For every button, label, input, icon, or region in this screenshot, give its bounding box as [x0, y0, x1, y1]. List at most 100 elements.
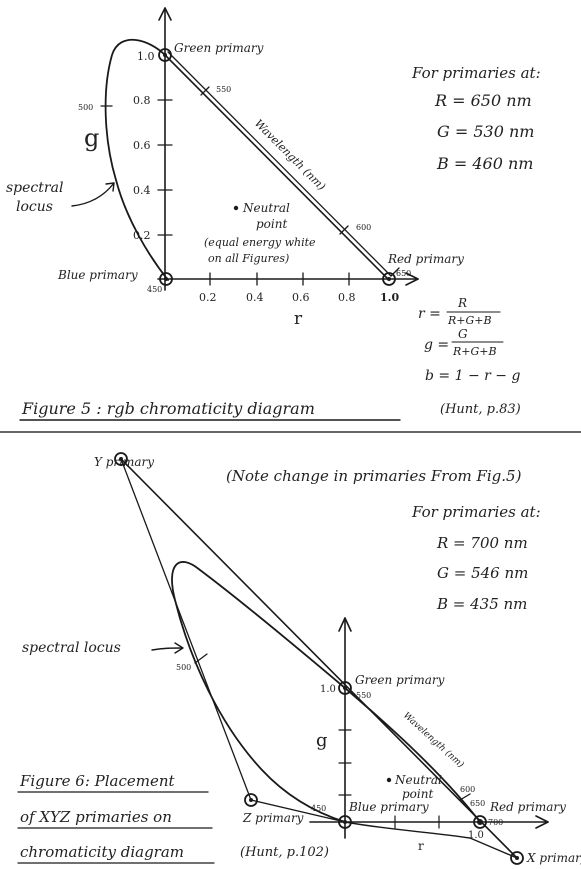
fig6-x-primary-dot	[515, 856, 519, 860]
fig5-primary-r: R = 650 nm	[434, 91, 532, 110]
fig6-spectral-locus-curve	[171, 561, 481, 823]
fig5-red-primary-dot	[387, 277, 391, 281]
fig5-spectral-locus-label-line1: spectral	[6, 180, 63, 196]
fig5-x-tick-label: 0.6	[292, 291, 310, 304]
fig6-z-primary-dot	[249, 798, 253, 802]
fig5-green-red-line-a	[164, 54, 389, 280]
fig6-caption-line-1: Figure 6: Placement	[19, 772, 176, 790]
fig6-wl-600-tick	[459, 793, 471, 801]
fig6-spectral-locus-label: spectral locus	[22, 640, 121, 656]
fig5-x-tick-label: 1.0	[380, 291, 399, 304]
fig6-y-to-z-line	[120, 458, 252, 801]
fig5-neutral-point-label-1: Neutral	[242, 201, 290, 215]
fig5-x-axis-label: r	[294, 309, 303, 329]
fig6-neutral-point-label-2: point	[402, 787, 433, 801]
fig6-x-primary-label: X primary	[526, 851, 581, 865]
fig6-neutral-point-dot	[386, 777, 392, 783]
fig6-wl-600-label: 600	[460, 785, 475, 794]
fig5-caption: Figure 5 : rgb chromaticity diagram	[21, 399, 315, 418]
fig6-red-primary-label: Red primary	[489, 800, 566, 814]
fig5-formula-r-den: R+G+B	[447, 314, 492, 327]
fig6-red-primary-dot	[477, 819, 483, 825]
fig6-green-primary-dot	[343, 686, 347, 690]
fig6-spectral-locus-arrowhead	[174, 642, 184, 654]
fig5-wl-600-tick	[339, 225, 349, 235]
fig6-y-primary-label: Y primary	[94, 455, 154, 469]
fig5-red-primary-label: Red primary	[387, 252, 464, 266]
fig5-y-axis-arrow	[158, 7, 172, 21]
fig6-caption-line-2: of XYZ primaries on	[20, 808, 172, 826]
fig6-z-primary-marker	[244, 793, 258, 807]
fig5-x-axis-arrow	[405, 272, 419, 286]
fig5-x-tick-label: 0.4	[246, 291, 264, 304]
figure-5: 1.0 0.8 0.6 0.4 0.2 0.2 0.4 0.6 0.8 1.0 …	[6, 7, 541, 421]
fig5-wl-600-label: 600	[356, 223, 371, 232]
fig5-formula-r-lhs: r =	[418, 306, 441, 322]
fig5-green-primary-label: Green primary	[174, 41, 264, 55]
fig5-blue-primary-marker	[159, 272, 173, 286]
fig6-tick-r-1: 1.0	[468, 830, 484, 841]
fig5-wl-550-tick	[200, 86, 210, 96]
fig5-x-tick-label: 0.2	[199, 291, 217, 304]
fig6-y-axis-label: g	[316, 730, 328, 751]
fig6-wl-650-label: 650	[470, 799, 485, 808]
fig6-x-primary-marker	[510, 851, 524, 865]
fig5-formula-r-num: R	[457, 296, 467, 310]
fig6-primaries-heading: For primaries at:	[411, 503, 541, 521]
fig5-citation: (Hunt, p.83)	[440, 402, 521, 417]
fig6-blue-primary-label: Blue primary	[348, 800, 429, 814]
fig5-wl-550-label: 550	[216, 85, 231, 94]
fig6-blue-primary-dot	[343, 820, 347, 824]
fig6-z-to-x-line	[250, 799, 518, 859]
fig6-primary-b: B = 435 nm	[436, 595, 527, 613]
fig5-formula-g-lhs: g =	[424, 337, 449, 353]
fig5-wl-450-label: 450	[147, 285, 162, 294]
fig6-wl-550-label: 550	[356, 691, 371, 700]
fig6-wl-500-tick	[194, 653, 208, 664]
fig6-citation: (Hunt, p.102)	[240, 845, 329, 860]
fig6-neutral-point-label-1: Neutral	[394, 773, 442, 787]
fig5-blue-primary-label: Blue primary	[57, 268, 138, 282]
fig5-green-primary-dot	[163, 53, 167, 57]
fig5-y-ticks: 1.0 0.8 0.6 0.4 0.2	[133, 50, 173, 242]
fig6-x-axis-label: r	[418, 839, 424, 853]
fig5-y-axis-label: g	[84, 124, 99, 152]
fig5-primaries-heading: For primaries at:	[411, 64, 541, 82]
fig6-red-primary-marker	[473, 815, 487, 829]
fig6-y-primary-dot	[119, 457, 123, 461]
fig5-spectral-locus-label-line2: locus	[16, 199, 53, 215]
fig5-x-ticks: 0.2 0.4 0.6 0.8 1.0	[199, 272, 399, 304]
fig6-primary-r: R = 700 nm	[436, 534, 528, 552]
fig6-green-primary-marker	[338, 681, 352, 695]
fig6-green-primary-label: Green primary	[355, 673, 445, 687]
fig5-y-tick-label: 1.0	[137, 50, 155, 63]
fig6-z-primary-label: Z primary	[242, 811, 304, 825]
fig6-wl-450-label: 450	[311, 804, 326, 813]
fig5-red-primary-marker	[382, 272, 396, 286]
fig5-green-primary-marker	[158, 48, 172, 62]
fig6-wavelength-label: Wavelength (nm)	[401, 710, 466, 770]
fig6-y-to-x-line	[120, 458, 518, 859]
fig6-spectral-locus-arrow	[151, 647, 183, 651]
fig5-spectral-locus-arrowhead	[105, 182, 115, 192]
fig5-spectral-locus-arrow	[71, 182, 115, 207]
fig6-y-axis-arrow	[338, 617, 352, 632]
fig5-primary-b: B = 460 nm	[436, 154, 533, 173]
fig5-primary-g: G = 530 nm	[437, 122, 534, 141]
fig5-formula-b: b = 1 − r − g	[425, 368, 520, 384]
fig5-formula-g-num: G	[458, 327, 468, 341]
figure-6: Y primary Z primary X primary Green prim…	[17, 452, 581, 865]
fig5-neutral-note-2: on all Figures)	[208, 252, 289, 265]
fig6-wl-500-label: 500	[176, 663, 191, 672]
fig5-wl-500-label: 500	[78, 103, 93, 112]
fig6-y-primary-marker	[114, 452, 128, 466]
fig6-blue-primary-marker	[338, 815, 352, 829]
fig5-green-red-line-b	[167, 51, 392, 277]
fig6-note: (Note change in primaries From Fig.5)	[226, 467, 522, 485]
fig5-y-tick-label: 0.6	[133, 139, 151, 152]
fig5-neutral-note-1: (equal energy white	[204, 236, 316, 249]
fig5-blue-primary-dot	[164, 277, 168, 281]
fig5-wl-650-label: 650	[396, 269, 411, 278]
fig5-formula-g-den: R+G+B	[452, 345, 497, 358]
